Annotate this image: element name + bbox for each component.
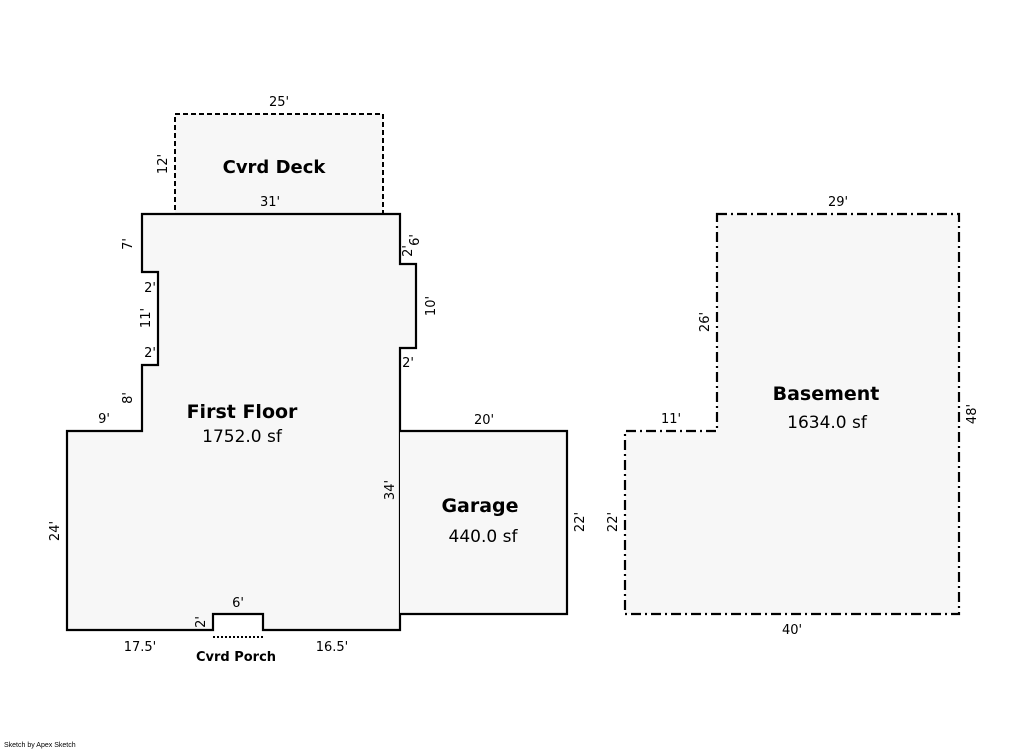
bsmt-bottom-dim: 40' — [782, 623, 802, 638]
bsmt-top-dim: 29' — [828, 195, 848, 210]
basement-area: 1634.0 sf — [787, 413, 868, 433]
ff-right-step-dim: 2' — [402, 356, 414, 371]
cvrd-porch-title: Cvrd Porch — [196, 650, 276, 665]
first-floor-title: First Floor — [187, 401, 298, 423]
ff-bottom-right-dim: 16.5' — [316, 640, 349, 655]
bsmt-left-lower-dim: 22' — [606, 512, 621, 532]
cvrd-deck-depth-label: 12' — [156, 154, 171, 174]
garage-title: Garage — [441, 495, 518, 517]
ff-left-upper-dim: 7' — [121, 238, 136, 250]
bsmt-right-dim: 48' — [965, 404, 980, 424]
garage-outline — [400, 429, 569, 616]
ff-right-bump-dim: 10' — [424, 296, 439, 316]
ff-bottom-left-dim: 17.5' — [124, 640, 157, 655]
ff-right-top-a-dim: 2' — [401, 245, 416, 257]
credit-text: Sketch by Apex Sketch — [4, 742, 76, 749]
basement-outline — [623, 212, 961, 616]
basement-title: Basement — [773, 383, 880, 405]
cvrd-porch-depth-label: 2' — [194, 616, 209, 628]
cvrd-deck-title: Cvrd Deck — [223, 157, 327, 178]
ff-left-lower-dim: 8' — [121, 392, 136, 404]
ff-notch-b-dim: 2' — [144, 346, 156, 361]
garage-depth-label: 22' — [573, 512, 588, 532]
cvrd-porch-width-label: 6' — [232, 596, 244, 611]
bsmt-step-dim: 11' — [661, 412, 681, 427]
ff-left-side-dim: 24' — [48, 521, 63, 541]
garage-area: 440.0 sf — [449, 527, 519, 547]
ff-notch-mid-dim: 11' — [139, 308, 154, 328]
cvrd-deck-outline — [174, 113, 384, 215]
bsmt-left-upper-dim: 26' — [698, 312, 713, 332]
ff-step-dim: 9' — [98, 412, 110, 427]
ff-right-top-b-dim: 6' — [408, 234, 423, 246]
garage-width-label: 20' — [474, 413, 494, 428]
cvrd-deck-width-label: 25' — [269, 95, 289, 110]
ff-top-dim: 31' — [260, 195, 280, 210]
first-floor-outline — [65, 212, 418, 632]
first-floor-area: 1752.0 sf — [202, 427, 283, 447]
ff-right-side-dim: 34' — [383, 480, 398, 500]
ff-notch-a-dim: 2' — [144, 281, 156, 296]
